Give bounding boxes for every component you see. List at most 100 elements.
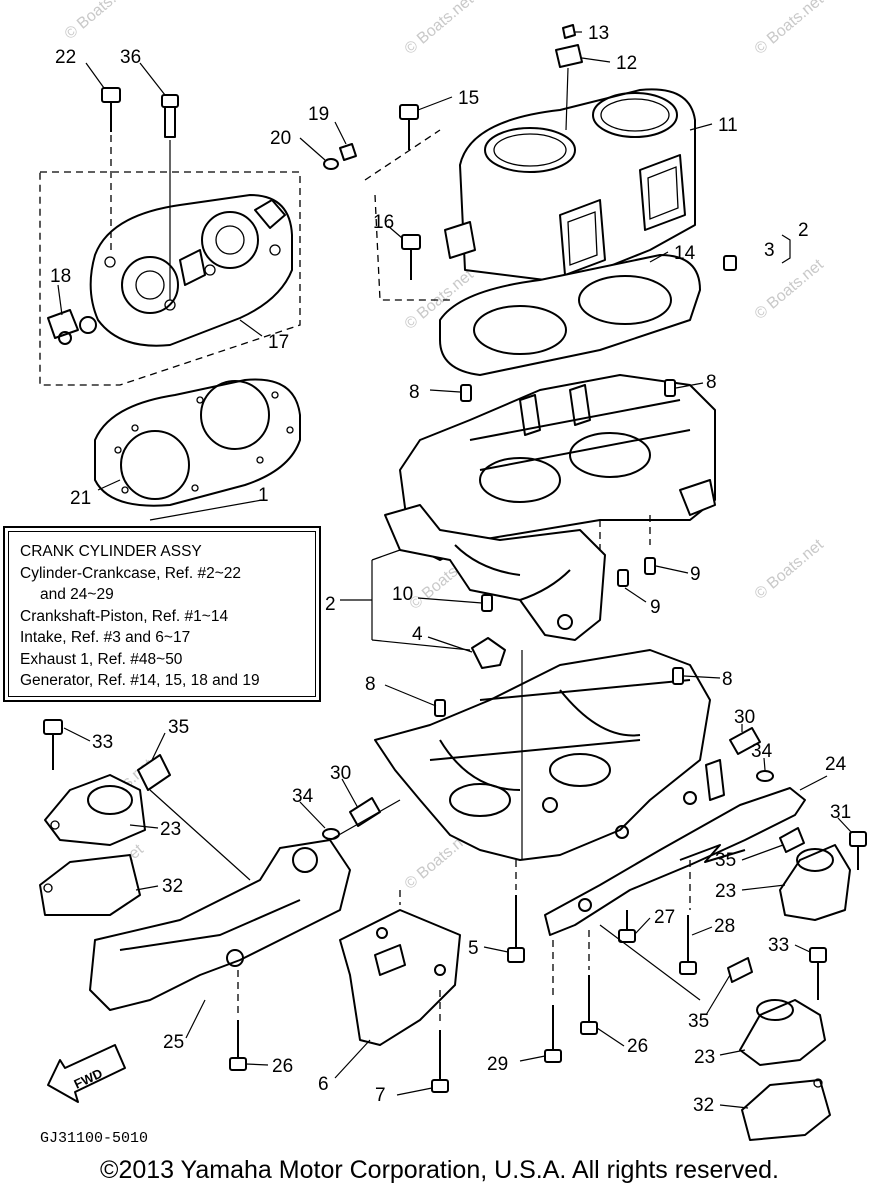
dowel-pin-8c — [434, 699, 446, 717]
callout-18: 18 — [50, 266, 71, 287]
lower-crankcase-group — [374, 649, 725, 861]
bolt-22 — [101, 87, 121, 255]
plate-32a — [39, 854, 141, 916]
callout-34a: 34 — [292, 786, 314, 807]
callout-5: 5 — [468, 938, 479, 959]
callout-1: 1 — [258, 485, 269, 506]
callout-numbers: 22 36 13 12 15 19 20 11 16 14 3 2 18 17 … — [50, 23, 851, 1116]
lower-crankcase — [374, 649, 711, 861]
shim-35a — [137, 754, 171, 791]
head-dashed-outline — [39, 171, 301, 386]
callout-2b: 2 — [325, 594, 336, 615]
engine-mount-23b — [779, 844, 851, 921]
callout-8b: 8 — [706, 372, 717, 393]
bolt-15 — [399, 104, 419, 150]
callout-31: 31 — [830, 802, 851, 823]
callout-19: 19 — [308, 104, 329, 125]
screw-13 — [562, 24, 576, 39]
assy-line: Generator, Ref. #14, 15, 18 and 19 — [20, 672, 260, 689]
bolt-3 — [723, 255, 737, 271]
dowel-pin-8a — [460, 384, 472, 402]
watermark: © Boats.net — [752, 256, 828, 323]
callout-8c: 8 — [365, 674, 376, 695]
callout-9a: 9 — [690, 564, 701, 585]
callout-27: 27 — [654, 907, 675, 928]
callout-23c: 23 — [694, 1047, 715, 1068]
assy-line: Exhaust 1, Ref. #48~50 — [20, 650, 183, 668]
callout-28: 28 — [714, 916, 735, 937]
callout-16: 16 — [373, 212, 394, 233]
callout-30b: 30 — [734, 707, 755, 728]
copyright-notice: ©2013 Yamaha Motor Corporation, U.S.A. A… — [100, 1156, 779, 1184]
callout-32a: 32 — [162, 876, 183, 897]
callout-13: 13 — [588, 23, 609, 44]
bolt-33a — [43, 719, 63, 770]
assy-line: Cylinder-Crankcase, Ref. #2~22 — [20, 564, 241, 582]
callout-22: 22 — [55, 47, 76, 68]
assy-line: Crankshaft-Piston, Ref. #1~14 — [20, 607, 229, 625]
callout-6: 6 — [318, 1074, 329, 1095]
plate-32b — [741, 1079, 831, 1141]
bolt-29 — [544, 1005, 562, 1063]
washer-34b — [756, 770, 774, 782]
assy-line: Intake, Ref. #3 and 6~17 — [20, 629, 191, 646]
shim-35c — [727, 957, 753, 983]
assembly-info-box: CRANK CYLINDER ASSY Cylinder-Crankcase, … — [3, 526, 321, 702]
block-dashed-line — [364, 129, 450, 301]
shim-35b — [779, 827, 805, 853]
bolt-30b — [729, 727, 761, 755]
callout-33a: 33 — [92, 732, 113, 753]
bolt-26a — [229, 1020, 247, 1071]
cylinder-gasket-14 — [439, 254, 701, 376]
watermark: © Boats.net — [752, 0, 828, 58]
callout-33b: 33 — [768, 935, 789, 956]
head-gasket-21 — [94, 378, 301, 507]
stud-bolt-36 — [161, 94, 179, 300]
dowel-pin-9a — [644, 557, 656, 575]
bolt-27 — [618, 910, 636, 943]
clamp-12 — [555, 44, 583, 68]
callout-2a: 2 — [798, 220, 809, 241]
callout-26b: 26 — [627, 1036, 648, 1057]
washer-34a — [322, 828, 340, 840]
dowel-pin-9b — [617, 569, 629, 587]
cylinder-block-group — [364, 24, 737, 376]
callout-leaders — [57, 31, 853, 1109]
bolt-5 — [507, 895, 525, 963]
dowel-pin-8b — [664, 379, 676, 397]
callout-20: 20 — [270, 128, 291, 149]
diagram-code: GJ31100-5010 — [40, 1130, 148, 1147]
bracket-2 — [340, 560, 373, 640]
callout-36: 36 — [120, 47, 141, 68]
callout-29: 29 — [487, 1054, 508, 1075]
callout-15: 15 — [458, 88, 479, 109]
callout-8a: 8 — [409, 382, 420, 403]
engine-bracket-25 — [89, 839, 351, 1011]
callout-35c: 35 — [688, 1011, 709, 1032]
cylinder-block — [459, 88, 696, 281]
fwd-arrow: FWD — [47, 1044, 126, 1103]
housing-6 — [339, 909, 461, 1046]
callout-26a: 26 — [272, 1056, 293, 1077]
bolt-33b — [809, 947, 827, 1000]
callout-23a: 23 — [160, 819, 181, 840]
bolt-31 — [849, 831, 867, 870]
callout-35a: 35 — [168, 717, 189, 738]
watermark: © Boats.net — [62, 0, 138, 43]
callout-25: 25 — [163, 1032, 184, 1053]
callout-11: 11 — [718, 115, 738, 136]
callout-24: 24 — [825, 754, 847, 775]
callout-14: 14 — [674, 243, 696, 264]
engine-mount-23c — [739, 999, 826, 1066]
spark-plug-18 — [47, 309, 97, 345]
callout-23b: 23 — [715, 881, 736, 902]
callout-17: 17 — [268, 332, 289, 353]
bolt-7 — [431, 1030, 449, 1093]
assembly-info-inner: CRANK CYLINDER ASSY Cylinder-Crankcase, … — [8, 531, 316, 697]
assy-line: and 24~29 — [40, 586, 114, 603]
callout-30a: 30 — [330, 763, 351, 784]
washer-20 — [323, 158, 339, 170]
callout-10: 10 — [392, 584, 413, 605]
callout-12: 12 — [616, 53, 637, 74]
